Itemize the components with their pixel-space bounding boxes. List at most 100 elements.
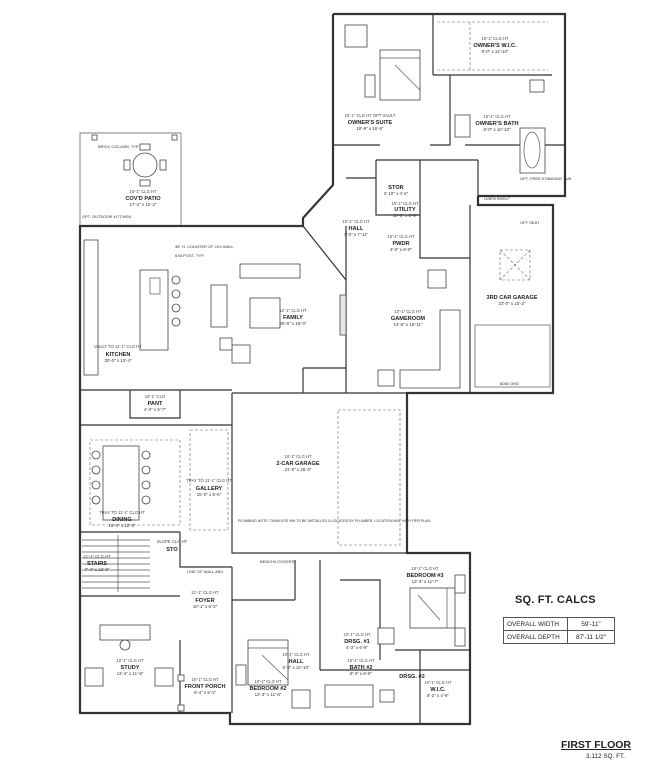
sq-ft-calcs-table: OVERALL WIDTH 59'-11" OVERALL DEPTH 87'-… <box>503 617 615 644</box>
wic2-dim: 6'-2" x 4'-9" <box>427 693 450 698</box>
floor-square-footage: 3,112 SQ. FT. <box>586 753 625 760</box>
bedroom2-name: BEDROOM #2 <box>250 686 287 692</box>
coffee-table <box>249 297 281 329</box>
gallery-dim: 15'-0" x 5'-6" <box>197 492 222 497</box>
third-garage-name: 3RD CAR GARAGE <box>487 295 538 301</box>
calc-label: OVERALL DEPTH <box>503 630 568 644</box>
study-name: STUDY <box>121 665 140 671</box>
bath2-ceil: 10'-1" CLG HT <box>347 658 375 663</box>
front-porch-ceil: 10'-1" CLG HT <box>191 677 219 682</box>
drsg1-ceil: 10'-1" CLG HT <box>343 632 371 637</box>
hall-lower-dim: 5'-8" x 12'-10" <box>282 665 309 670</box>
gameroom-ceil: 10'-1" CLG HT <box>394 309 422 314</box>
front-porch-dim: 6'-4" x 5'-1" <box>194 690 217 695</box>
owners-suite-ceil: 10'-1" CLG HT OPT VAULT <box>345 113 396 118</box>
foyer-ceil: 21'-1" CLG HT <box>191 590 219 595</box>
hall-lower-name: HALL <box>289 659 304 665</box>
plumbing-note: PLUMBING NOTE: TANKLESS WH TO BE INSTALL… <box>238 519 431 523</box>
bedroom2-ceil: 10'-1" CLG HT <box>254 679 282 684</box>
calc-label: OVERALL WIDTH <box>503 617 568 631</box>
study-dim: 12'-4" x 11'-8" <box>117 671 144 676</box>
exterior-walls <box>78 12 567 726</box>
garage-parking-outline <box>337 409 401 546</box>
pwdr-ceil: 10'-1" CLG HT <box>387 234 415 239</box>
wic2-ceil: 10'-1" CLG HT <box>424 680 452 685</box>
owners-wic-dim: 9'-0" x 12'-10" <box>481 49 508 54</box>
owners-suite-dim: 18'-9" x 15'-6" <box>356 126 383 131</box>
line-of-wall-note: LINE OF WALL ABV. <box>187 569 224 574</box>
calc-row: OVERALL WIDTH 59'-11" <box>503 617 615 631</box>
owners-wic-name: OWNER'S W.I.C. <box>473 43 517 49</box>
sto-name: STO <box>166 547 178 553</box>
post-note: 6X6 POST, TYP. <box>175 253 204 258</box>
patio-ceil: 10'-1" CLG HT <box>129 189 157 194</box>
toilet <box>529 79 545 93</box>
gameroom-name: GAMEROOM <box>391 316 426 322</box>
counter-note: 36" H. COUNTER OF 2X4 WALL <box>175 244 234 249</box>
interior-walls <box>80 14 565 724</box>
floor-title: FIRST FLOOR <box>561 739 631 751</box>
study-ceil: 10'-1" CLG HT <box>116 658 144 663</box>
bedroom3-dim: 12'-3" x 11'-7" <box>412 579 439 584</box>
two-garage-name: 2-CAR GARAGE <box>276 461 319 467</box>
family-ceil: 12'-1" CLG HT <box>279 308 307 313</box>
stairs-name: STAIRS <box>87 561 107 567</box>
owners-bed <box>379 49 421 101</box>
gameroom-sectional <box>399 309 461 389</box>
hall-lower-ceil: 10'-1" CLG HT <box>282 652 310 657</box>
gallery-name: GALLERY <box>196 486 223 492</box>
seat-note: OPT SEAT <box>520 220 540 225</box>
patio-name: COV'D PATIO <box>125 196 161 202</box>
two-garage-dim: 21'-0" x 25'-0" <box>284 467 311 472</box>
dining-ceil: TRAY TO 11'-1" CLG HT <box>99 510 145 515</box>
stairs-dim: 7'-4" x 12'-3" <box>85 567 110 572</box>
utility-dim: 10'-0" x 6'-9" <box>393 213 418 218</box>
linen-note: LINEN SHELF <box>484 196 510 201</box>
opt-outdoor-note: OPT. OUTDOOR KITCHEN <box>82 214 131 219</box>
drsg2-name: DRSG. #2 <box>399 674 425 680</box>
bench-note: BENCH/LOCKERS <box>260 559 295 564</box>
room-labels: 10'-1" CLG HT OWNER'S W.I.C. 9'-0" x 12'… <box>83 36 537 698</box>
pant-ceil: 10'-1" CLG <box>145 394 165 399</box>
calc-value: 59'-11" <box>567 617 615 631</box>
gameroom-dim: 14'-6" x 16'-11" <box>393 322 423 327</box>
drsg1-dim: 4'-3" x 6'-9" <box>346 645 369 650</box>
bath2-dim: 8'-3" x 6'-9" <box>350 671 373 676</box>
owners-bath-dim: 8'-0" x 10'-10" <box>483 127 510 132</box>
stor-name: STOR <box>388 185 403 191</box>
pant-dim: 4'-0" x 5'-7" <box>144 407 167 412</box>
hall-upper-dim: 7'-0" x 7'-11" <box>344 232 369 237</box>
kitchen-counter <box>83 239 99 376</box>
stairs-ceil: 21'-1" CLG HT <box>83 554 111 559</box>
owners-bath-ceil: 10'-1" CLG HT <box>483 114 511 119</box>
family-chair <box>231 344 251 364</box>
family-name: FAMILY <box>283 315 303 321</box>
owners-bath-name: OWNER'S BATH <box>475 121 518 127</box>
kitchen-name: KITCHEN <box>106 352 131 358</box>
calc-value: 87'-11 1/2" <box>567 630 615 644</box>
sq-ft-calcs-title: SQ. FT. CALCS <box>515 594 596 606</box>
owners-wic-ceil: 10'-1" CLG HT <box>481 36 509 41</box>
kitchen-dim: 20'-0" x 13'-4" <box>104 358 131 363</box>
tub-note: OPT. FREE STANDING TUB <box>520 176 572 181</box>
family-dim: 20'-0" x 19'-0" <box>279 321 306 326</box>
stairs-treads <box>82 535 150 592</box>
gameroom-chair <box>427 269 447 289</box>
owners-suite-name: OWNER'S SUITE <box>348 120 393 126</box>
family-sofa <box>239 263 301 279</box>
bath2-name: BATH #2 <box>350 665 373 671</box>
family-loveseat <box>210 284 228 328</box>
pwdr-name: PWDR <box>392 241 409 247</box>
owners-armchair <box>344 24 368 48</box>
utility-ceil: 10'-1" CLG HT <box>391 201 419 206</box>
third-garage-dim: 23'-0" x 15'-2" <box>498 301 525 306</box>
vanity <box>454 114 471 138</box>
ohd-note: 8080 OHD <box>500 381 519 386</box>
dining-table <box>102 445 140 521</box>
foyer-dim: 10'-1" x 6'-2" <box>193 604 218 609</box>
brick-column-note: BRICK COLUMN, TYP. <box>98 144 139 149</box>
kitchen-island <box>139 269 169 351</box>
front-porch-name: FRONT PORCH <box>184 684 225 690</box>
fixtures <box>82 21 551 712</box>
bath2-tub <box>324 684 374 708</box>
